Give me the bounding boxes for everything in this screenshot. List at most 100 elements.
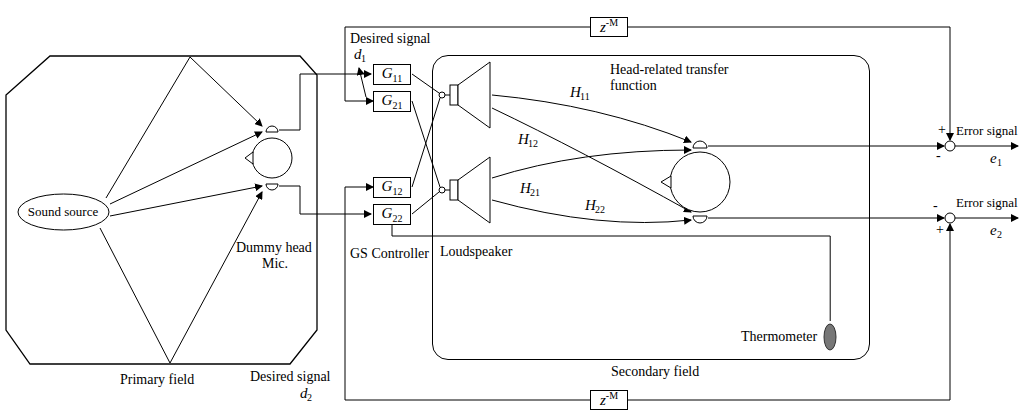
- ellipse-outline: [18, 194, 109, 230]
- subscript: 2: [997, 230, 1002, 240]
- primary-field: Primary fieldSound source: [5, 55, 318, 365]
- node-text: Sound source: [28, 205, 98, 220]
- text-group: G11: [382, 64, 402, 84]
- signal-label: Desired signal: [250, 369, 330, 385]
- transfer-name: H: [585, 197, 596, 214]
- node-text: G: [382, 65, 393, 81]
- transfer-name: H: [570, 84, 581, 101]
- subscript: 2: [307, 393, 312, 403]
- controller-wire: [412, 74, 439, 93]
- loudspeaker: [458, 157, 490, 223]
- error-output: [955, 146, 1018, 147]
- loudspeaker: [450, 180, 458, 200]
- desired-arrow: [359, 68, 366, 97]
- field-outline: [6, 56, 317, 364]
- error-wire: [708, 146, 944, 147]
- part-label: GS Controller: [350, 246, 429, 262]
- mic-wire: [279, 74, 371, 130]
- secondary-field: Secondary fieldThermometer: [432, 55, 870, 360]
- microphone: [693, 141, 707, 148]
- node-text: z: [600, 392, 606, 408]
- controller-wire: [412, 192, 439, 214]
- filter-box: G12: [373, 177, 411, 198]
- hrtf-path: [492, 108, 691, 212]
- connector: [392, 225, 830, 322]
- hrtf-path: [492, 150, 691, 178]
- dummy-head: [252, 138, 292, 178]
- node-text: G: [382, 92, 393, 108]
- filter-box: G21: [373, 91, 411, 112]
- summing-junction: [945, 141, 955, 151]
- desired-wire: [628, 27, 950, 140]
- sound-ray: [100, 192, 262, 363]
- signal-name: e: [990, 222, 997, 239]
- microphone: [266, 184, 278, 190]
- sum-node: [439, 187, 445, 193]
- node-text: -M: [606, 390, 618, 401]
- signal-label: Error signal: [956, 124, 1018, 139]
- thermometer-symbol: [824, 324, 836, 350]
- subscript: 11: [580, 92, 590, 102]
- signal-name: e: [990, 150, 997, 167]
- subscript: 1: [361, 54, 366, 64]
- text-group: G12: [382, 177, 403, 197]
- node-text: 11: [393, 73, 403, 84]
- text-group: G21: [382, 91, 403, 111]
- node-text: z: [600, 19, 606, 35]
- filter-box: G11: [373, 64, 411, 85]
- signal-name: d: [300, 385, 308, 402]
- transfer-name: H: [518, 131, 529, 148]
- sound-ray: [110, 132, 262, 204]
- node-text: Secondary field: [611, 364, 699, 380]
- note-label: Head-related transfer function: [610, 62, 735, 94]
- part-label: Mic.: [262, 256, 288, 272]
- transfer-name: H: [520, 180, 531, 197]
- node-text: G: [382, 178, 393, 194]
- part-label: Dummy head: [236, 240, 312, 256]
- thermometer-symbol: [823, 323, 837, 351]
- summing-junction: [945, 213, 955, 223]
- signal-name: d: [354, 46, 362, 63]
- speaker-wire: [445, 95, 450, 190]
- error-output: [955, 218, 1018, 219]
- text-group: G22: [382, 204, 403, 224]
- error-wire: [708, 218, 944, 219]
- microphone: [266, 126, 278, 132]
- sign-label: +: [938, 122, 946, 138]
- dummy-nose: [245, 152, 253, 164]
- subscript: 22: [595, 205, 605, 215]
- delay-box: z-M: [590, 390, 628, 410]
- sign-label: +: [936, 222, 944, 238]
- node-text: G: [382, 205, 393, 221]
- connector: [345, 187, 590, 400]
- controller-wire: [412, 98, 440, 187]
- subscript: 21: [530, 188, 540, 198]
- sound-ray: [110, 186, 262, 216]
- node-text: 22: [392, 213, 402, 224]
- node-text: 12: [392, 186, 402, 197]
- sign-label: -: [936, 148, 941, 164]
- mic-wire: [279, 186, 371, 214]
- subscript: 1: [997, 158, 1002, 168]
- node-text: Primary field: [120, 372, 194, 388]
- delay-box: z-M: [590, 17, 628, 37]
- node-text: -M: [606, 17, 618, 28]
- microphone: [693, 216, 707, 223]
- subscript: 12: [528, 139, 538, 149]
- text-group: z-M: [600, 18, 618, 36]
- node-text: 21: [392, 100, 402, 111]
- part-label: Loudspeaker: [440, 244, 512, 260]
- listener-nose: [661, 176, 671, 188]
- listener-head: [670, 152, 730, 212]
- signal-label: Error signal: [956, 196, 1018, 211]
- loudspeaker: [450, 85, 458, 105]
- node-text: Thermometer: [741, 329, 817, 345]
- signal-label: Desired signal: [350, 31, 430, 47]
- sum-node: [439, 92, 445, 98]
- text-group: z-M: [600, 391, 618, 409]
- sound-ray: [106, 57, 262, 198]
- sound-source: Sound source: [17, 193, 110, 231]
- filter-box: G22: [373, 204, 411, 225]
